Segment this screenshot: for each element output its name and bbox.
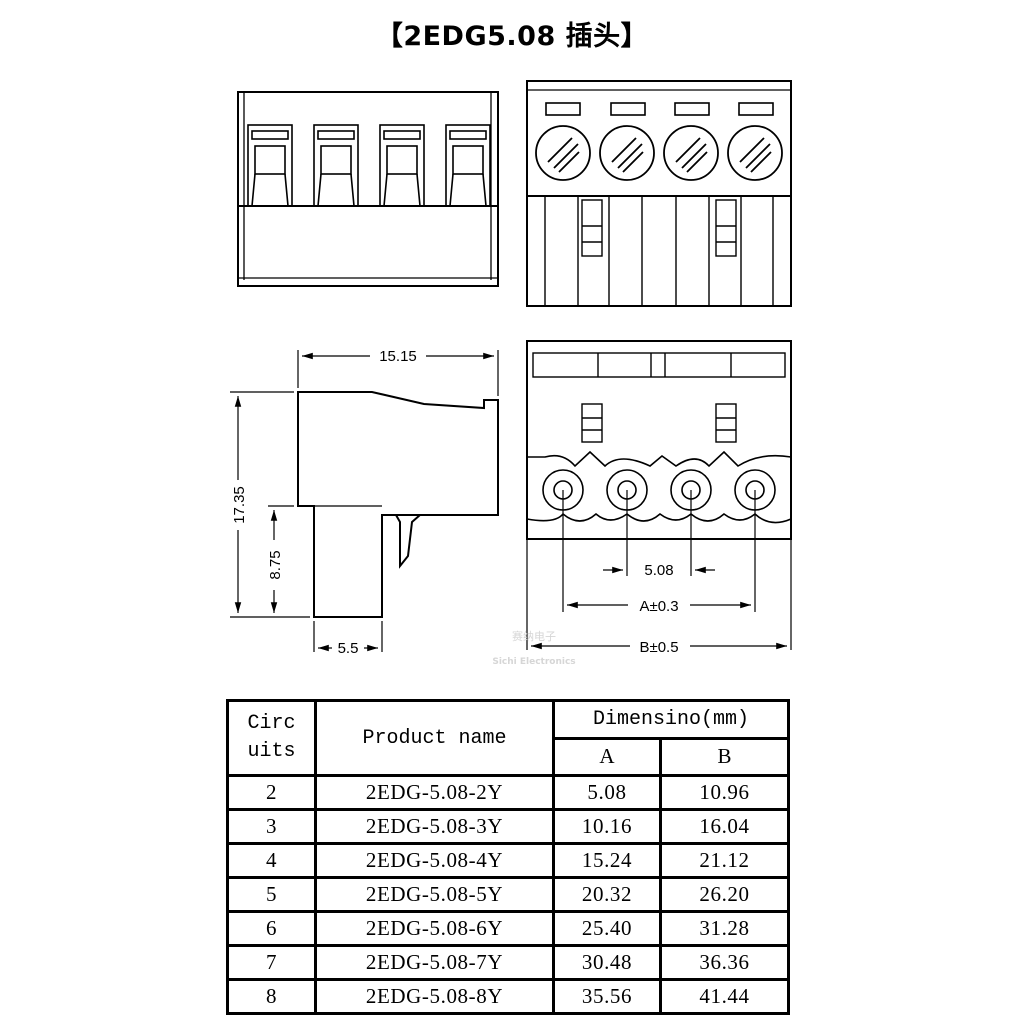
table-row: 4 2EDG-5.08-4Y 15.24 21.12 [226, 842, 790, 879]
table-row: 8 2EDG-5.08-8Y 35.56 41.44 [226, 978, 790, 1015]
cell-product-name: 2EDG-5.08-2Y [314, 774, 555, 811]
header-product-name: Product name [314, 699, 555, 777]
cell-b: 31.28 [659, 910, 790, 947]
cell-product-name: 2EDG-5.08-6Y [314, 910, 555, 947]
cell-product-name: 2EDG-5.08-3Y [314, 808, 555, 845]
cell-a: 20.32 [552, 876, 662, 913]
watermark-line2: Sichi Electronics [492, 657, 575, 667]
cell-product-name: 2EDG-5.08-7Y [314, 944, 555, 981]
cell-b: 16.04 [659, 808, 790, 845]
watermark-line1: 赛纳电子 [512, 629, 556, 643]
cell-circuits: 6 [226, 910, 317, 947]
cell-b: 26.20 [659, 876, 790, 913]
table-row: 3 2EDG-5.08-3Y 10.16 16.04 [226, 808, 790, 845]
cell-a: 25.40 [552, 910, 662, 947]
cell-product-name: 2EDG-5.08-8Y [314, 978, 555, 1015]
table-row: 5 2EDG-5.08-5Y 20.32 26.20 [226, 876, 790, 913]
header-circuits-line1: Circ [247, 712, 296, 735]
cell-circuits: 8 [226, 978, 317, 1015]
dim-span-b-label: B±0.5 [639, 639, 678, 656]
table-row: 7 2EDG-5.08-7Y 30.48 36.36 [226, 944, 790, 981]
pin-holes [542, 469, 776, 511]
dimension-lines [230, 350, 499, 652]
cell-a: 5.08 [552, 774, 662, 811]
header-circuits-line2: uits [247, 740, 296, 763]
cell-circuits: 3 [226, 808, 317, 845]
dim-foot-label: 5.5 [338, 640, 359, 657]
dimension-table: Circ uits Product name Dimensino(mm) A B… [226, 699, 790, 1015]
screw-heads [535, 125, 783, 181]
cell-b: 41.44 [659, 978, 790, 1015]
cell-b: 36.36 [659, 944, 790, 981]
cell-b: 10.96 [659, 774, 790, 811]
technical-drawing: 15.15 17.35 8.75 5.5 [230, 80, 792, 667]
dim-depth-label: 15.15 [379, 348, 417, 365]
header-circuits: Circ uits [226, 699, 317, 777]
header-col-b: B [659, 736, 790, 777]
cell-circuits: 4 [226, 842, 317, 879]
cell-a: 15.24 [552, 842, 662, 879]
cell-a: 30.48 [552, 944, 662, 981]
side-view [297, 391, 499, 618]
cell-circuits: 5 [226, 876, 317, 913]
cell-a: 35.56 [552, 978, 662, 1015]
dim-pin-height-label: 8.75 [267, 550, 284, 579]
header-dimension: Dimensino(mm) [552, 699, 790, 740]
cell-b: 21.12 [659, 842, 790, 879]
wire-openings [247, 124, 491, 207]
cell-a: 10.16 [552, 808, 662, 845]
cell-circuits: 2 [226, 774, 317, 811]
cell-circuits: 7 [226, 944, 317, 981]
dim-pitch-label: 5.08 [644, 562, 673, 579]
dim-height-label: 17.35 [231, 486, 248, 524]
dim-span-a-label: A±0.3 [639, 598, 678, 615]
front-view-bottom [526, 340, 792, 650]
table-row: 6 2EDG-5.08-6Y 25.40 31.28 [226, 910, 790, 947]
table-row: 2 2EDG-5.08-2Y 5.08 10.96 [226, 774, 790, 811]
front-view-top [526, 80, 792, 307]
header-col-a: A [552, 736, 662, 777]
page-title: 【2EDG5.08 插头】 [375, 21, 649, 52]
cell-product-name: 2EDG-5.08-4Y [314, 842, 555, 879]
top-view [237, 91, 499, 287]
cell-product-name: 2EDG-5.08-5Y [314, 876, 555, 913]
